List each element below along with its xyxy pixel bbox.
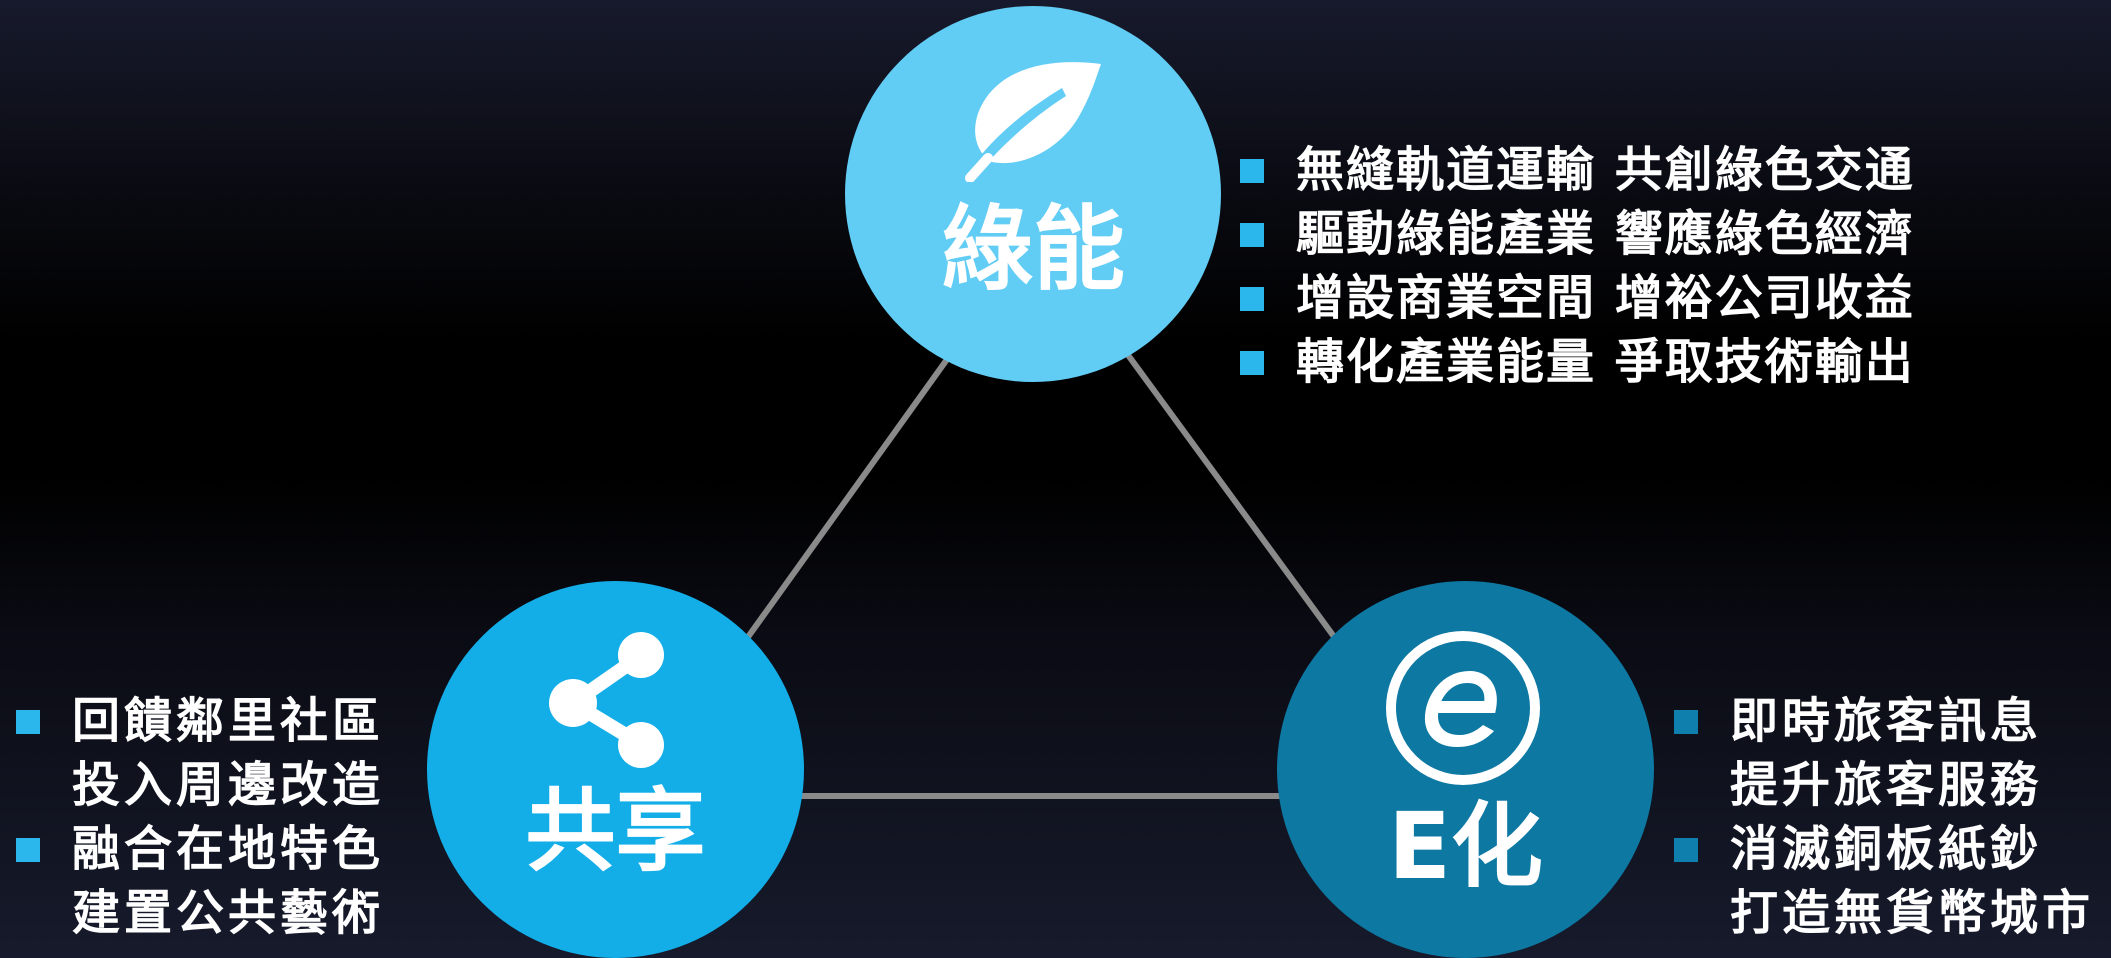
connector-green-share [745, 356, 951, 639]
bullet-text: 無縫軌道運輸 共創綠色交通 [1296, 142, 1915, 198]
node-green-energy: 綠能 [845, 6, 1221, 382]
list-item: 增設商業空間 增裕公司收益 [1240, 266, 1915, 330]
list-item: 即時旅客訊息 提升旅客服務 [1674, 689, 2094, 817]
bullet-text-line2: 建置公共藝術 [72, 885, 385, 941]
connector-green-e [1125, 353, 1338, 640]
green-bullet-list: 無縫軌道運輸 共創綠色交通 驅動綠能產業 響應綠色經濟 增設商業空間 增裕公司收… [1240, 138, 1915, 394]
list-item: 融合在地特色 建置公共藝術 [16, 817, 384, 945]
bullet-square-icon [1240, 287, 1264, 311]
list-item: 轉化產業能量 爭取技術輸出 [1240, 330, 1915, 394]
node-e-digital: E化 [1277, 581, 1654, 958]
bullet-text: 轉化產業能量 爭取技術輸出 [1296, 334, 1915, 390]
bullet-text-line1: 消滅銅板紙鈔 [1730, 821, 2043, 877]
e-circle-icon [1386, 631, 1540, 785]
list-item: 無縫軌道運輸 共創綠色交通 [1240, 138, 1915, 202]
e-bullet-list: 即時旅客訊息 提升旅客服務 消滅銅板紙鈔 打造無貨幣城市 [1674, 689, 2094, 945]
bullet-text-line1: 回饋鄰里社區 [72, 693, 385, 749]
list-item: 驅動綠能產業 響應綠色經濟 [1240, 202, 1915, 266]
bullet-square-icon [1240, 159, 1264, 183]
bullet-text-line2: 投入周邊改造 [72, 757, 385, 813]
bullet-square-icon [16, 710, 40, 734]
bullet-square-icon [1240, 351, 1264, 375]
node-share: 共享 [427, 581, 804, 958]
list-item: 消滅銅板紙鈔 打造無貨幣城市 [1674, 817, 2094, 945]
bullet-text-line1: 融合在地特色 [72, 821, 385, 877]
bullet-text: 驅動綠能產業 響應綠色經濟 [1296, 206, 1915, 262]
share-icon [549, 632, 664, 768]
bullet-square-icon [1240, 223, 1264, 247]
node-title-share: 共享 [525, 779, 706, 884]
leaf-icon [965, 62, 1101, 182]
bullet-text-line2: 打造無貨幣城市 [1730, 885, 2095, 941]
list-item: 回饋鄰里社區 投入周邊改造 [16, 689, 384, 817]
node-title-e: E化 [1388, 793, 1543, 900]
bullet-square-icon [1674, 710, 1698, 734]
node-title-green: 綠能 [940, 196, 1125, 303]
share-bullet-list: 回饋鄰里社區 投入周邊改造 融合在地特色 建置公共藝術 [16, 689, 384, 945]
bullet-text-line2: 提升旅客服務 [1730, 757, 2043, 813]
bullet-square-icon [16, 838, 40, 862]
bullet-text-line1: 即時旅客訊息 [1730, 693, 2043, 749]
bullet-square-icon [1674, 838, 1698, 862]
bullet-text: 增設商業空間 增裕公司收益 [1296, 270, 1915, 326]
